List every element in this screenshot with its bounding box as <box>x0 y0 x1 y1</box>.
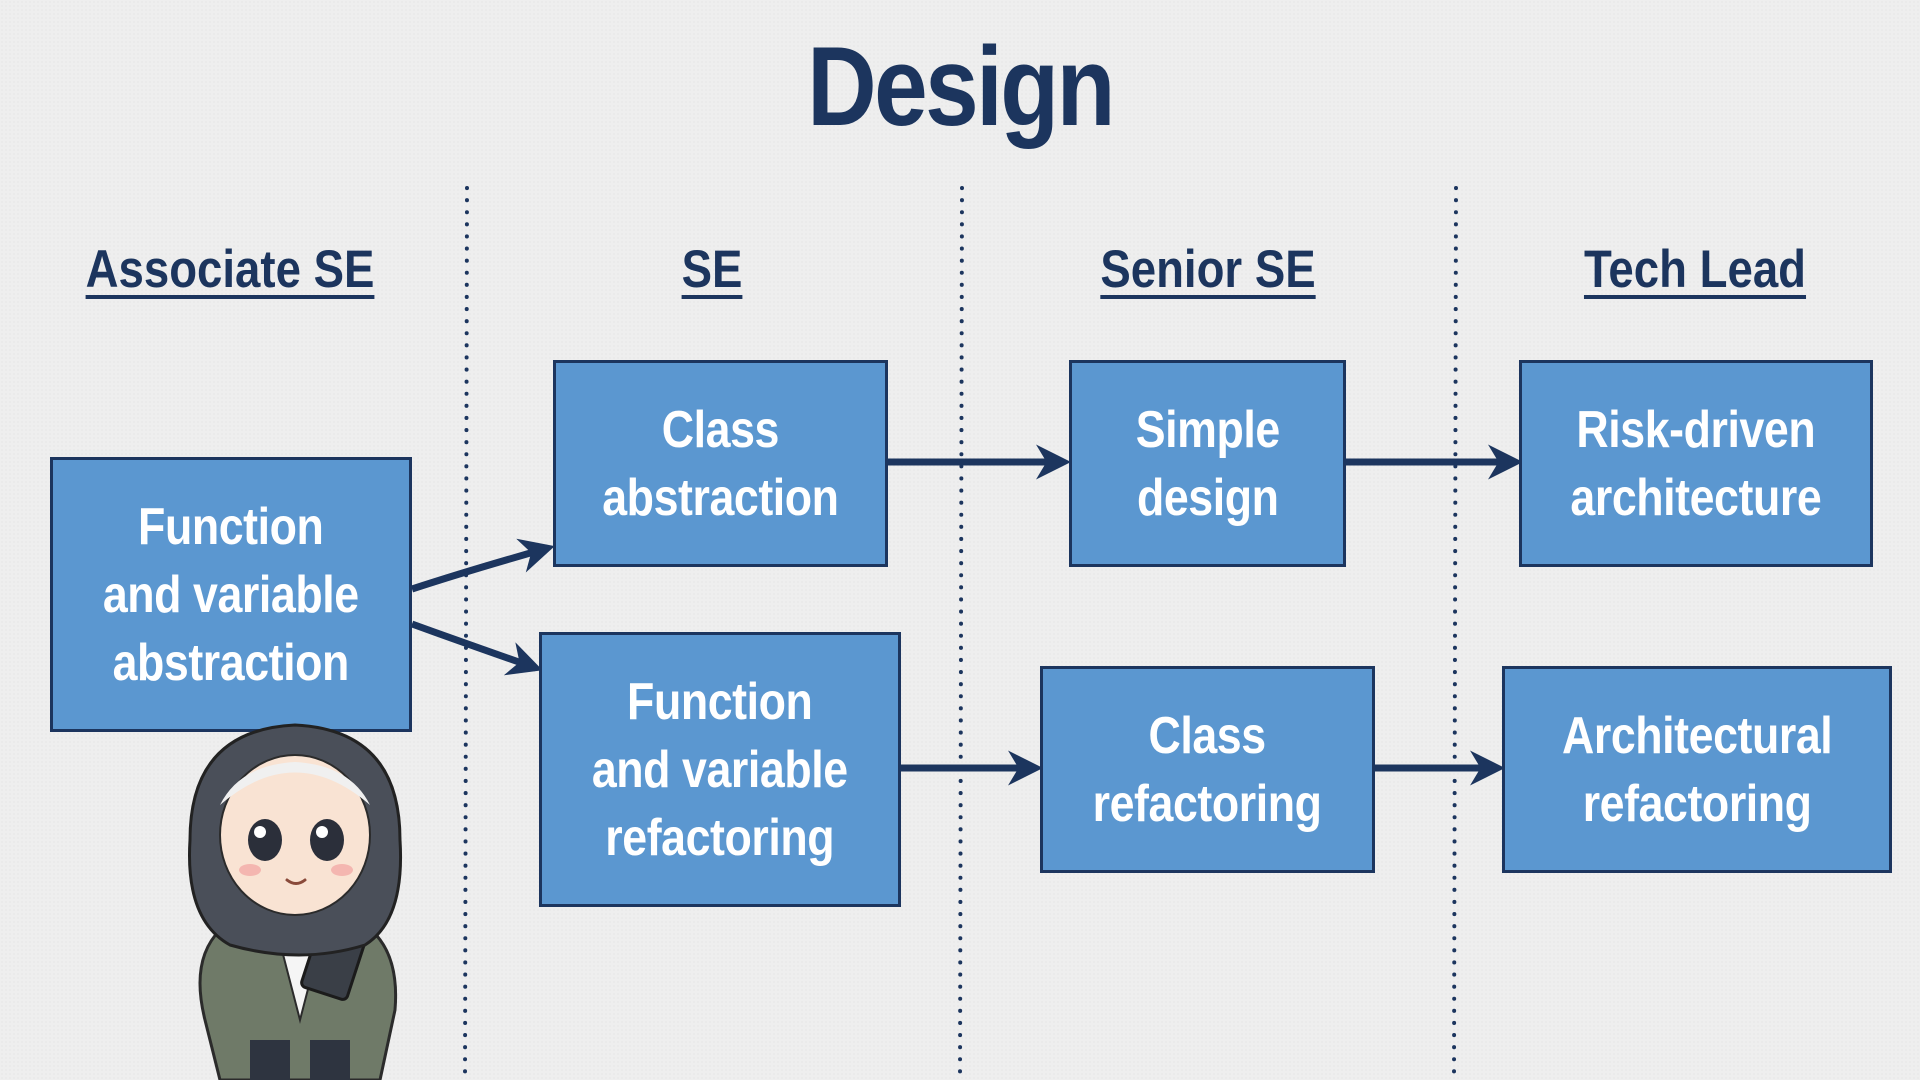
divider-line <box>463 186 469 1080</box>
box-simple-design: Simple design <box>1069 360 1346 567</box>
box-label: Class abstraction <box>602 400 839 527</box>
box-label: Function and variable abstraction <box>103 497 359 692</box>
box-label: Function and variable refactoring <box>592 672 848 867</box>
arrow-to-function-variable-refactoring <box>410 620 543 676</box>
box-label: Simple design <box>1135 400 1280 527</box>
column-heading-tech-lead: Tech Lead <box>1583 240 1807 299</box>
box-function-variable-refactoring: Function and variable refactoring <box>539 632 901 907</box>
divider-line <box>1452 186 1458 1080</box>
box-class-abstraction: Class abstraction <box>553 360 888 567</box>
box-function-variable-abstraction: Function and variable abstraction <box>50 457 412 732</box>
box-class-refactoring: Class refactoring <box>1040 666 1375 873</box>
box-label: Risk-driven architecture <box>1570 400 1822 527</box>
column-heading-se: SE <box>681 240 743 299</box>
divider-line <box>958 186 964 1080</box>
arrow-to-class-abstraction <box>410 538 555 593</box>
mascot-illustration <box>188 723 403 1080</box>
box-label: Architectural refactoring <box>1561 706 1833 833</box>
box-label: Class refactoring <box>1093 706 1322 833</box>
page-title: Design <box>807 24 1115 149</box>
column-heading-senior-se: Senior SE <box>1100 240 1316 299</box>
box-risk-driven-architecture: Risk-driven architecture <box>1519 360 1873 567</box>
column-heading-associate-se: Associate SE <box>85 240 375 299</box>
box-architectural-refactoring: Architectural refactoring <box>1502 666 1892 873</box>
